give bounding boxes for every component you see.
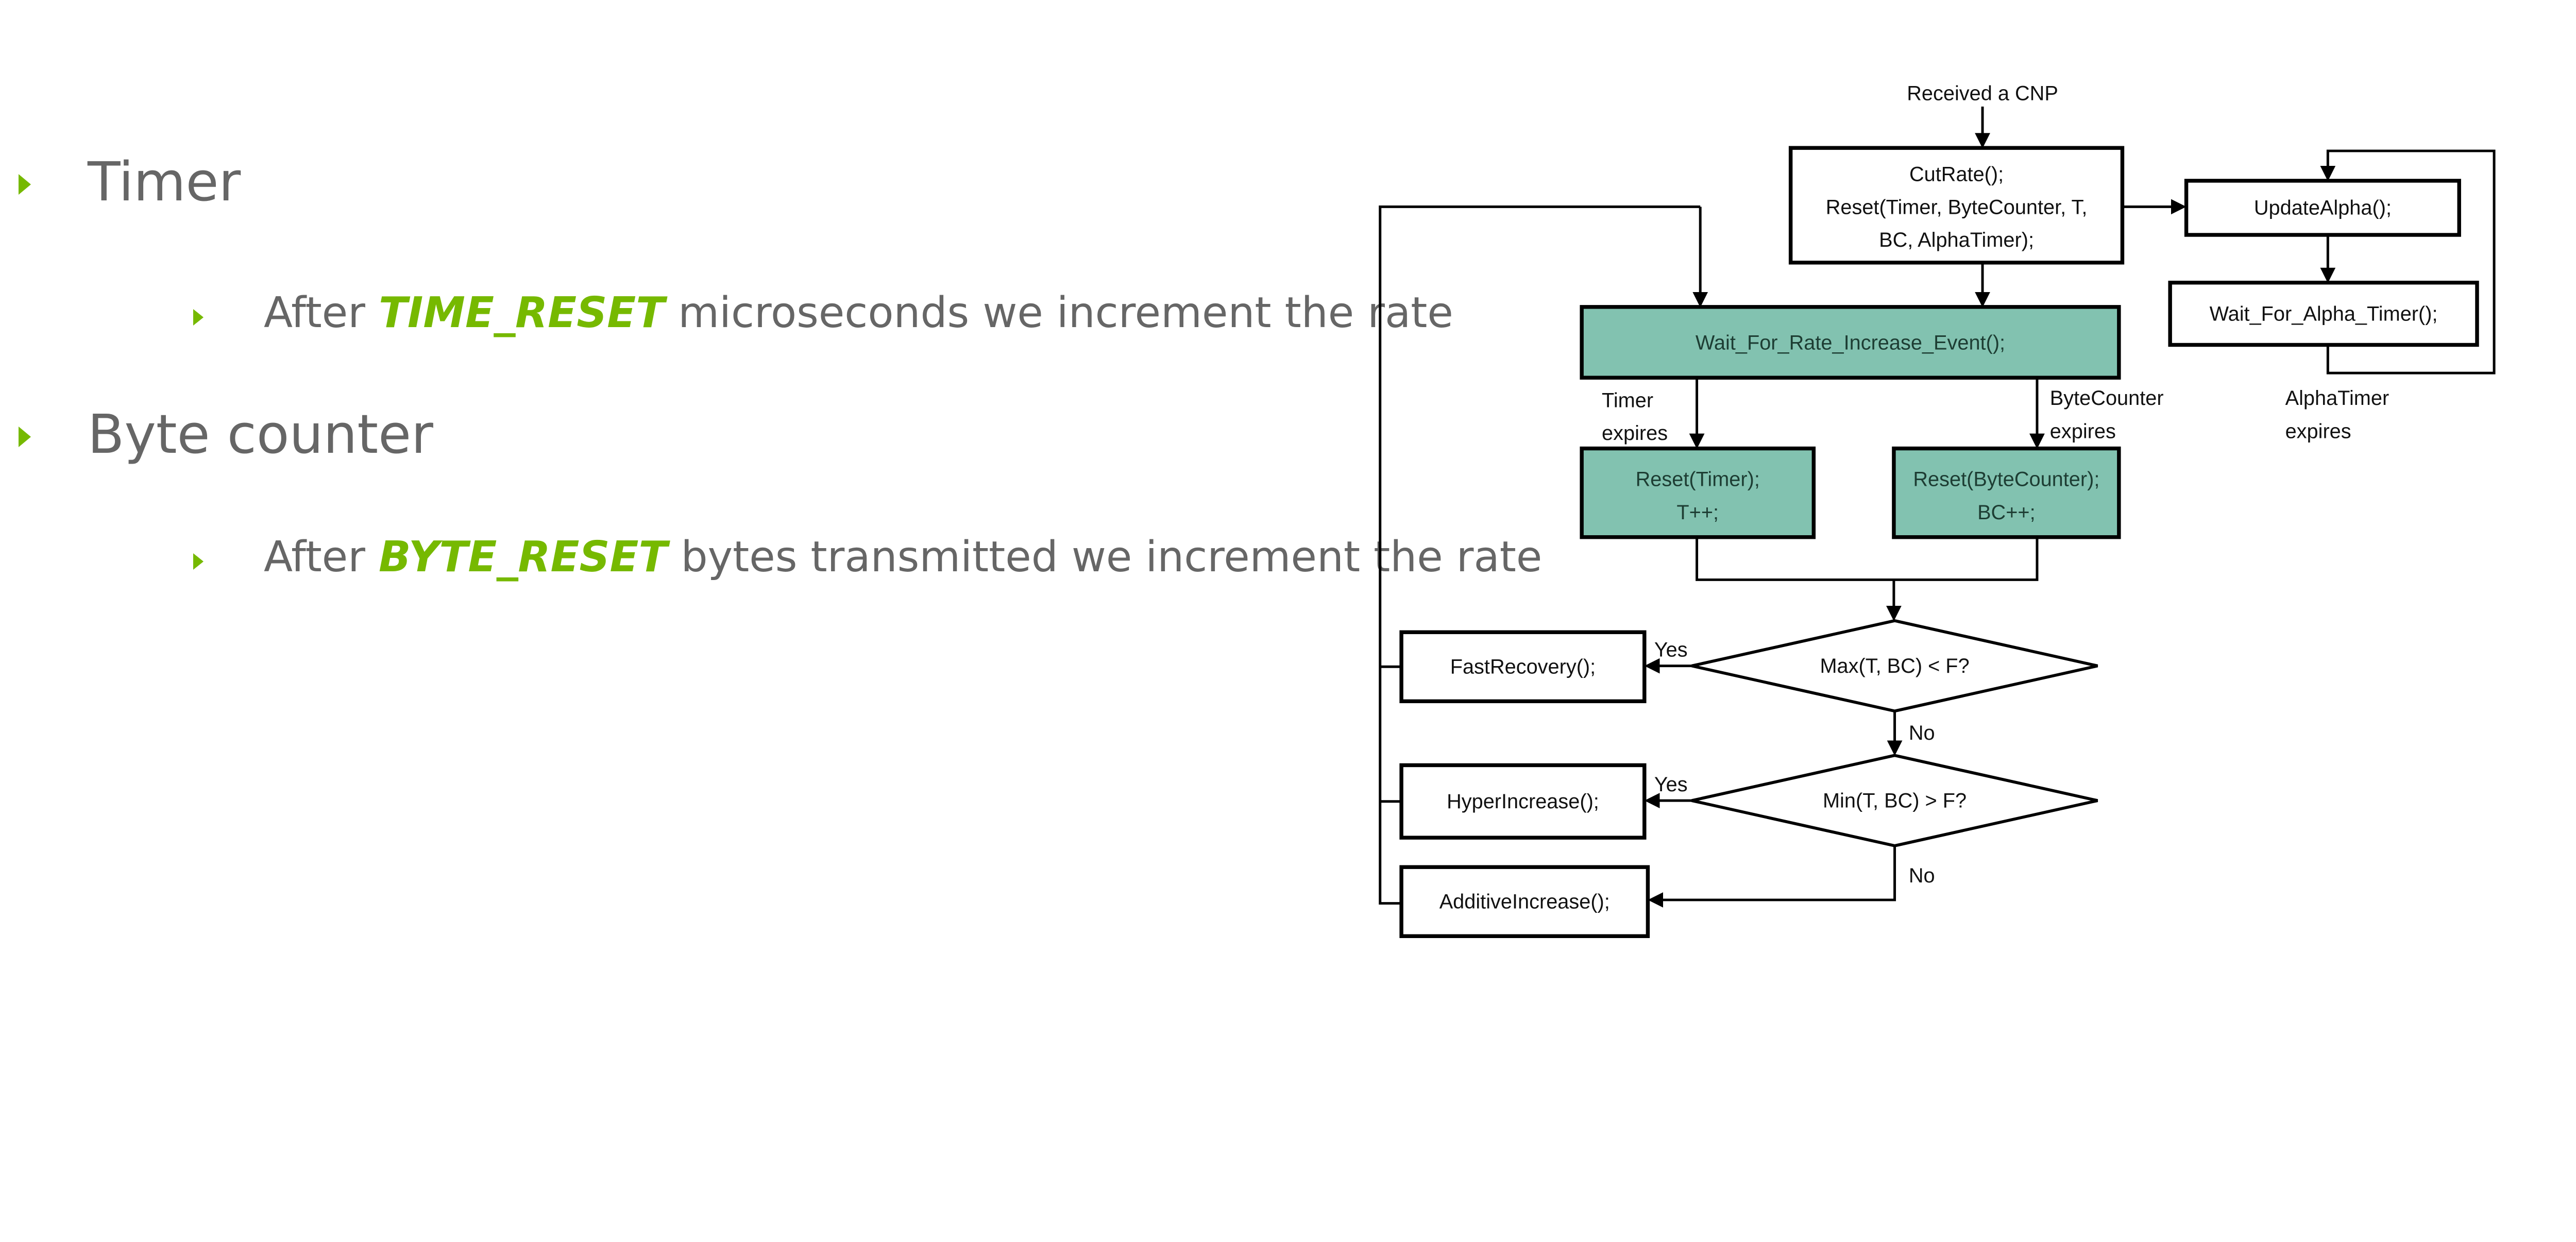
alpha-timer-label: AlphaTimer xyxy=(2285,387,2389,410)
text: microseconds we increment the rate xyxy=(665,288,1453,337)
text: After xyxy=(264,288,379,337)
box-line: Reset(ByteCounter); xyxy=(1913,468,2099,490)
cut-rate-box: CutRate(); Reset(Timer, ByteCounter, T, … xyxy=(1788,146,2125,265)
flowchart: Received a CNP CutRate(); Reset(Timer, B… xyxy=(1379,82,2496,938)
text: bytes transmitted we increment the rate xyxy=(667,533,1543,582)
timer-expires-label: expires xyxy=(1602,422,1668,445)
box-line: Reset(Timer, ByteCounter, T, xyxy=(1826,196,2088,218)
yes-label: Yes xyxy=(1654,638,1688,661)
text: After xyxy=(264,533,379,582)
box-line: CutRate(); xyxy=(1909,163,2004,186)
box-label: Wait_For_Rate_Increase_Event(); xyxy=(1696,332,2005,354)
bullet-arrow-icon xyxy=(19,427,31,447)
fast-recovery-box: FastRecovery(); xyxy=(1399,630,1647,704)
bullet-arrow-icon xyxy=(193,309,204,326)
decision-label: Max(T, BC) < F? xyxy=(1820,655,1969,677)
box-label: Wait_For_Alpha_Timer(); xyxy=(2210,302,2438,325)
box-label: AdditiveIncrease(); xyxy=(1439,890,1610,913)
no-label: No xyxy=(1909,864,1935,887)
timer-expires-label: Timer xyxy=(1602,389,1653,412)
box-line: T++; xyxy=(1676,501,1719,524)
bytecounter-expires-label: expires xyxy=(2050,420,2116,443)
yes-label: Yes xyxy=(1654,773,1688,796)
update-alpha-box: UpdateAlpha(); xyxy=(2184,179,2461,237)
bullet-byte-counter-detail: After BYTE_RESET bytes transmitted we in… xyxy=(264,533,1542,582)
reset-timer-box: Reset(Timer); T++; xyxy=(1580,446,1816,539)
connectors xyxy=(1379,106,2496,908)
bytecounter-expires-label: ByteCounter xyxy=(2050,387,2164,410)
wait-rate-increase-box: Wait_For_Rate_Increase_Event(); xyxy=(1580,305,2121,380)
box-label: UpdateAlpha(); xyxy=(2254,196,2392,219)
box-label: FastRecovery(); xyxy=(1450,656,1596,678)
bullet-timer-detail: After TIME_RESET microseconds we increme… xyxy=(264,288,1453,337)
decision-label: Min(T, BC) > F? xyxy=(1823,789,1967,812)
bullet-byte-counter: Byte counter xyxy=(88,403,433,466)
box-label: HyperIncrease(); xyxy=(1447,790,1599,813)
keyword-byte-reset: BYTE_RESET xyxy=(378,533,668,582)
bullet-arrow-icon xyxy=(19,174,31,195)
keyword-time-reset: TIME_RESET xyxy=(378,288,665,337)
no-label: No xyxy=(1909,722,1935,744)
box-line: BC++; xyxy=(1977,501,2036,524)
decision-min: Min(T, BC) > F? xyxy=(1691,754,2098,847)
bullet-arrow-icon xyxy=(193,553,204,570)
decision-max: Max(T, BC) < F? xyxy=(1691,619,2098,713)
reset-bytecounter-box: Reset(ByteCounter); BC++; xyxy=(1892,446,2121,539)
box-line: Reset(Timer); xyxy=(1636,468,1760,490)
additive-increase-box: AdditiveIncrease(); xyxy=(1399,865,1650,938)
box-line: BC, AlphaTimer); xyxy=(1879,229,2034,251)
hyper-increase-box: HyperIncrease(); xyxy=(1399,763,1647,840)
wait-alpha-timer-box: Wait_For_Alpha_Timer(); xyxy=(2168,280,2479,347)
start-label: Received a CNP xyxy=(1907,82,2058,105)
alpha-timer-label: expires xyxy=(2285,420,2351,443)
bullet-timer: Timer xyxy=(88,150,241,213)
